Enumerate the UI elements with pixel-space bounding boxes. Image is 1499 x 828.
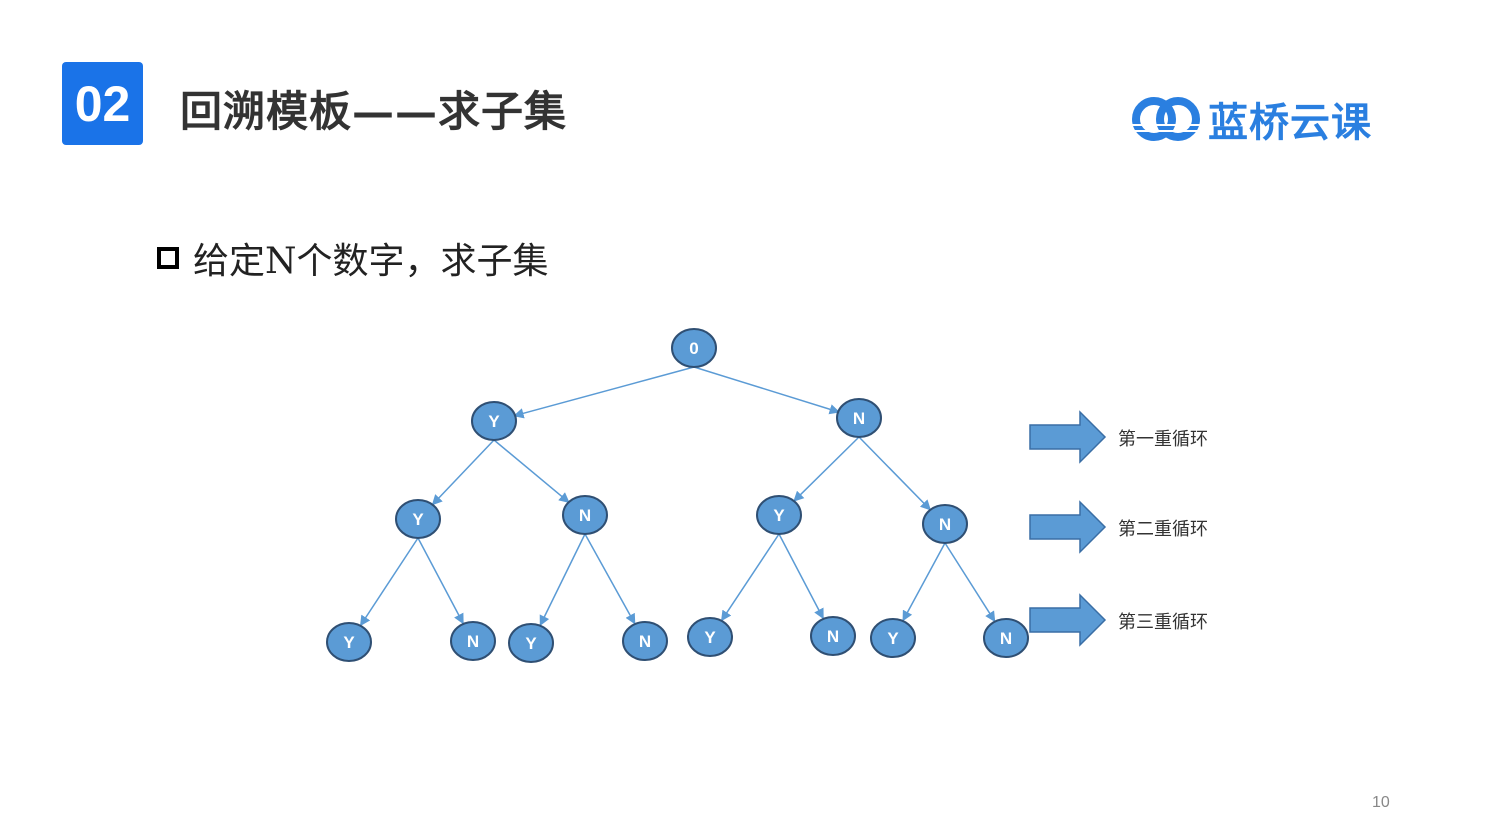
- tree-edge: [721, 533, 780, 622]
- square-bullet-icon: [157, 247, 179, 269]
- node-label: Y: [412, 510, 424, 529]
- tree-node: Y: [326, 622, 372, 662]
- tree-node: N: [836, 398, 882, 438]
- tree-edge: [539, 533, 586, 627]
- node-circle: [395, 499, 441, 539]
- node-label: N: [1000, 629, 1012, 648]
- node-label: N: [827, 627, 839, 646]
- tree-node: N: [622, 621, 668, 661]
- tree-edge: [793, 436, 860, 502]
- tree-node: 0: [671, 328, 717, 368]
- node-label: N: [467, 632, 479, 651]
- tree-edge: [778, 533, 824, 620]
- node-circle: [508, 623, 554, 663]
- node-circle: [687, 617, 733, 657]
- node-label: N: [579, 506, 591, 525]
- tree-node: N: [983, 618, 1029, 658]
- right-arrow-icon: [1029, 410, 1107, 464]
- tree-node: Y: [756, 495, 802, 535]
- node-circle: [622, 621, 668, 661]
- node-label: 0: [689, 339, 698, 358]
- node-label: Y: [343, 633, 355, 652]
- tree-node: Y: [870, 618, 916, 658]
- tree-node: N: [922, 504, 968, 544]
- tree-edge: [417, 537, 464, 625]
- section-number-badge: 02: [62, 62, 143, 145]
- node-label: N: [939, 515, 951, 534]
- tree-edge: [359, 537, 419, 627]
- node-circle: [870, 618, 916, 658]
- node-circle: [836, 398, 882, 438]
- loop-indicator: 第一重循环: [1029, 410, 1208, 464]
- bullet-text: 给定N个数字，求子集: [193, 241, 549, 282]
- tree-edge: [944, 542, 996, 623]
- tree-edge: [902, 542, 946, 622]
- loop-label: 第三重循环: [1118, 612, 1208, 633]
- node-circle: [922, 504, 968, 544]
- loop-label: 第二重循环: [1118, 519, 1208, 540]
- node-label: Y: [525, 634, 537, 653]
- tree-edge: [513, 366, 695, 419]
- loop-label: 第一重循环: [1118, 429, 1208, 450]
- tree-edge: [431, 439, 495, 506]
- right-arrow-icon: [1029, 593, 1107, 647]
- node-label: Y: [488, 412, 500, 431]
- node-circle: [983, 618, 1029, 658]
- node-circle: [810, 616, 856, 656]
- slide-title: 回溯模板——求子集: [180, 87, 568, 136]
- tree-edge: [693, 366, 841, 415]
- tree-node: N: [810, 616, 856, 656]
- tree-node: Y: [395, 499, 441, 539]
- node-label: Y: [704, 628, 716, 647]
- tree-edge: [584, 533, 636, 625]
- node-circle: [471, 401, 517, 441]
- node-circle: [756, 495, 802, 535]
- tree-node: N: [450, 621, 496, 661]
- bullet-point: 给定N个数字，求子集: [157, 232, 549, 284]
- tree-edge: [493, 439, 570, 503]
- node-circle: [326, 622, 372, 662]
- node-circle: [671, 328, 717, 368]
- logo-rings-icon: [1132, 97, 1202, 141]
- tree-edge: [858, 436, 932, 511]
- node-label: Y: [887, 629, 899, 648]
- page-number: 10: [1372, 794, 1390, 811]
- node-label: N: [853, 409, 865, 428]
- tree-node: Y: [471, 401, 517, 441]
- node-label: N: [639, 632, 651, 651]
- node-label: Y: [773, 506, 785, 525]
- loop-indicator: 第二重循环: [1029, 500, 1208, 554]
- logo-text: 蓝桥云课: [1208, 100, 1372, 146]
- node-circle: [450, 621, 496, 661]
- tree-node: N: [562, 495, 608, 535]
- right-arrow-icon: [1029, 500, 1107, 554]
- tree-node: Y: [687, 617, 733, 657]
- brand-logo: 蓝桥云课: [1132, 90, 1372, 148]
- tree-node: Y: [508, 623, 554, 663]
- node-circle: [562, 495, 608, 535]
- loop-indicator: 第三重循环: [1029, 593, 1208, 647]
